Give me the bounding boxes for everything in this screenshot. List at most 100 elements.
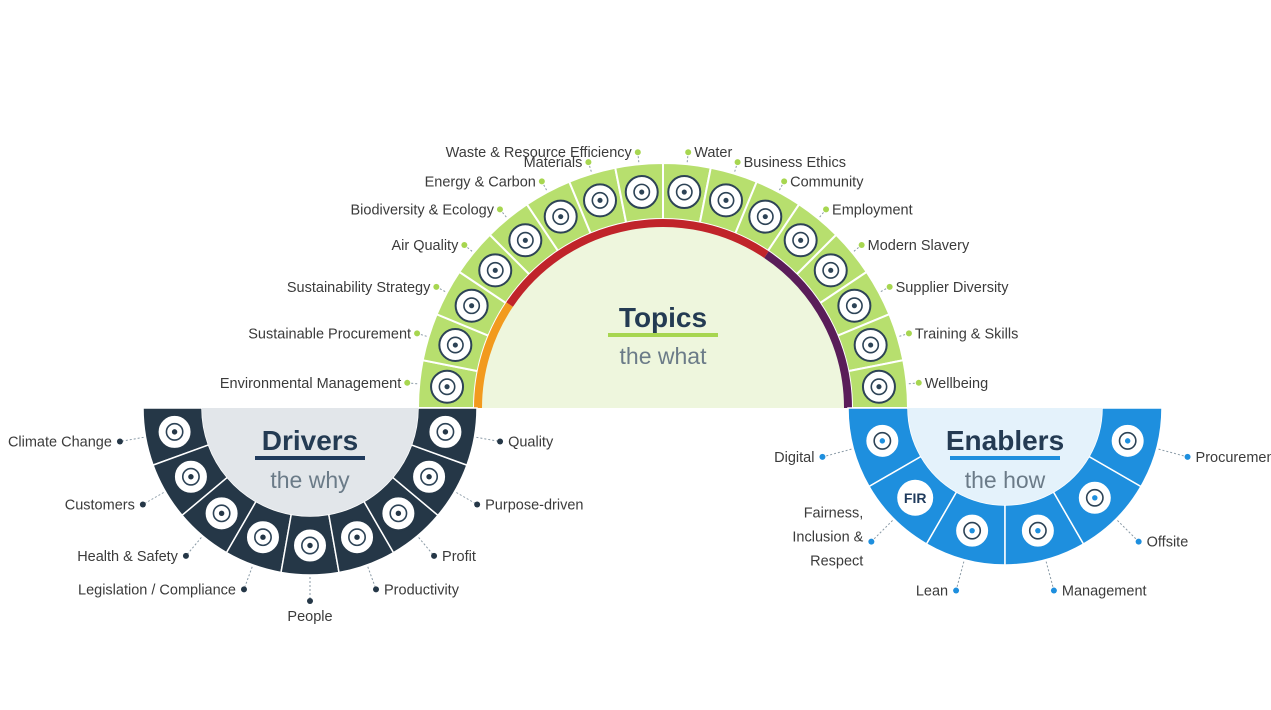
topic-dot [905, 330, 912, 337]
heart-pulse-icon [861, 369, 896, 404]
driver-label: Productivity [384, 582, 460, 598]
driver-leader-line [418, 537, 435, 557]
driver-label: Purpose-driven [485, 498, 583, 514]
driver-leader-line [142, 492, 164, 505]
document-list-icon [1109, 422, 1146, 459]
community-icon [748, 199, 783, 234]
driver-dot [373, 586, 380, 593]
topic-label: Sustainability Strategy [287, 280, 431, 296]
enabler-label: Lean [916, 584, 948, 600]
topic-dot [538, 178, 545, 185]
topic-label: Air Quality [391, 238, 459, 254]
driver-dot [431, 552, 438, 559]
topic-dot [496, 206, 503, 213]
enabler-dot [819, 453, 826, 460]
topics-arc-band [474, 302, 513, 409]
enabler-dot [1050, 587, 1057, 594]
enabler-label: Fairness,Inclusion &Respect [792, 506, 863, 570]
topic-dot [886, 283, 893, 290]
driver-leader-line [456, 492, 478, 505]
enablers-subtitle: the how [965, 467, 1046, 493]
factory-icon [1076, 479, 1113, 516]
topic-dot [858, 241, 865, 248]
recycle-box-icon [624, 175, 659, 210]
topic-label: Sustainable Procurement [248, 326, 411, 342]
shackles-icon [813, 253, 848, 288]
topics-title-underline [608, 333, 718, 337]
people-icon [292, 527, 328, 564]
driver-leader-line [367, 566, 377, 590]
enabler-leader-line [871, 520, 893, 542]
topic-label: Wellbeing [925, 376, 988, 392]
topic-label: Materials [524, 155, 583, 171]
topics-subtitle: the what [620, 343, 708, 369]
topics-title: Topics [619, 302, 707, 333]
gear-search-icon [339, 519, 376, 556]
handshake-icon [172, 458, 209, 495]
strategy-document-icon [454, 288, 489, 323]
enabler-leader-line [1158, 448, 1188, 458]
topic-dot [634, 149, 641, 156]
enablers-title-underline [950, 456, 1060, 460]
topic-dot [685, 149, 692, 156]
driver-dot [182, 552, 189, 559]
topic-label: Training & Skills [915, 326, 1018, 342]
pound-growth-icon [380, 495, 417, 532]
enabler-leader-line [822, 448, 852, 458]
driver-dot [497, 438, 504, 445]
topic-dot [433, 283, 440, 290]
driver-leader-line [243, 566, 253, 590]
topic-dot [734, 159, 741, 166]
fir-badge-text: FIR [904, 490, 927, 506]
topics-arc-band [764, 251, 852, 409]
topic-label: Waste & Resource Efficiency [446, 145, 633, 161]
chess-knight-icon [1019, 512, 1056, 549]
topic-label: Community [790, 174, 864, 190]
fir-logo-icon: FIR [897, 479, 934, 516]
driver-label: Health & Safety [77, 549, 178, 565]
water-drop-icon [667, 175, 702, 210]
topic-label: Water [694, 145, 732, 161]
drivers-title-underline [255, 456, 365, 460]
enabler-leader-line [1117, 520, 1139, 542]
driver-dot [474, 501, 481, 508]
driver-leader-line [119, 436, 144, 443]
driver-label: Profit [442, 549, 476, 565]
driver-label: People [287, 609, 332, 625]
globe-icon [156, 413, 193, 450]
target-icon [411, 458, 448, 495]
enabler-leader-line [955, 561, 965, 591]
topics-arc-band [506, 219, 769, 307]
driver-label: Legislation / Compliance [78, 582, 236, 598]
hand-plant-icon [430, 369, 465, 404]
enabler-label: Procurement [1196, 450, 1271, 466]
topic-dot [461, 241, 468, 248]
shopping-cart-icon [438, 328, 473, 363]
topic-label: Environmental Management [220, 376, 401, 392]
topic-dot [585, 159, 592, 166]
driver-leader-line [185, 537, 202, 557]
enabler-label: Offsite [1147, 535, 1189, 551]
enablers-title: Enablers [946, 425, 1064, 456]
driver-label: Quality [508, 435, 554, 451]
enabler-dot [953, 587, 960, 594]
clipboard-icon [244, 519, 281, 556]
lean-cog-icon [954, 512, 991, 549]
driver-label: Customers [65, 498, 135, 514]
scales-icon [708, 183, 743, 218]
hard-hat-worker-icon [203, 495, 240, 532]
topic-dot [781, 178, 788, 185]
topic-dot [414, 330, 421, 337]
material-layers-icon [583, 183, 618, 218]
enabler-label: Management [1062, 584, 1147, 600]
enabler-label: Digital [774, 450, 814, 466]
monitor-icon [864, 422, 901, 459]
topics-inner-area [474, 219, 852, 408]
topic-label: Business Ethics [744, 155, 846, 171]
driver-dot [240, 586, 247, 593]
driver-dot [116, 438, 123, 445]
